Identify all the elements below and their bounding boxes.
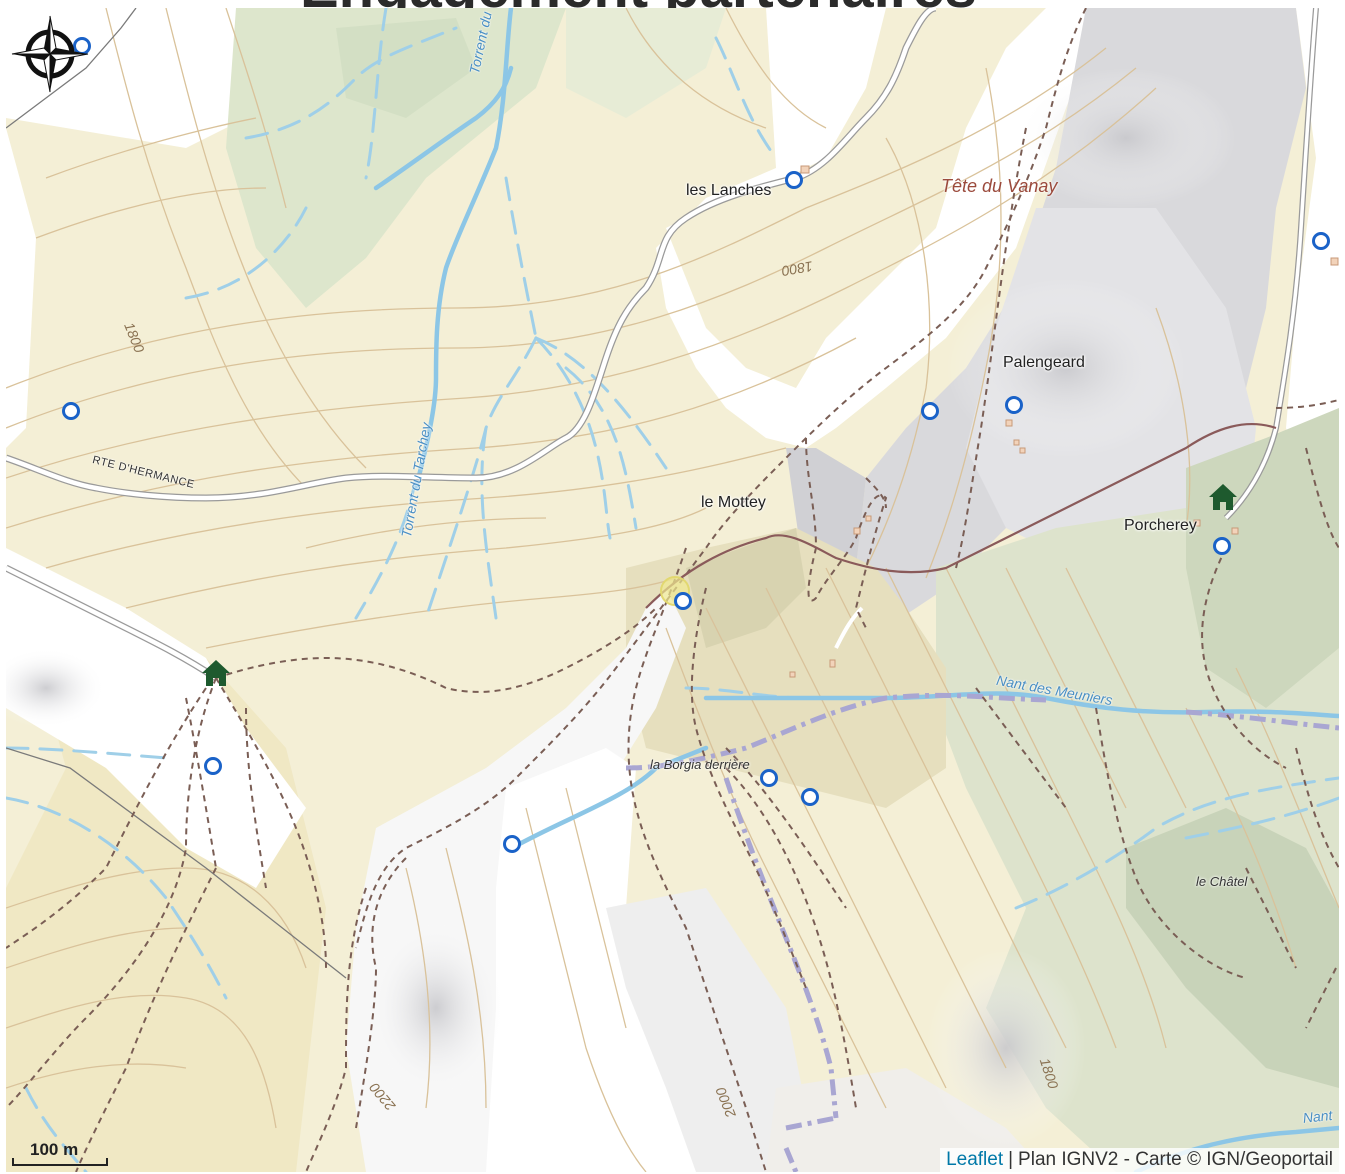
title-strip: Engagement partenaires [0, 0, 1345, 8]
shelter-icon[interactable] [201, 658, 231, 688]
compass-rose-icon[interactable] [10, 14, 90, 94]
track [645, 423, 1277, 609]
relief-shade [1016, 68, 1236, 208]
map-marker[interactable] [1213, 537, 1231, 555]
forest-area [566, 8, 726, 118]
attribution-separator: | [1008, 1149, 1014, 1170]
place-label: Palengeard [1003, 354, 1085, 371]
power-line [6, 8, 347, 979]
scale-bar: 100 m [8, 1138, 108, 1166]
forest-area [1186, 408, 1339, 708]
scale-label: 100 m [30, 1140, 79, 1159]
leaflet-link[interactable]: Leaflet [946, 1149, 1004, 1170]
place-label: Porcherey [1124, 517, 1197, 534]
attribution-text: Plan IGNV2 - Carte © IGN/Geoportail [1018, 1149, 1333, 1170]
map-view[interactable]: les Lanches Tête du Vanay Palengeard le … [6, 8, 1339, 1172]
map-marker[interactable] [801, 788, 819, 806]
hiking-trails [6, 8, 1339, 1172]
forest-area [226, 8, 566, 308]
relief-shade [366, 918, 506, 1098]
relief-shade [6, 648, 106, 728]
map-marker[interactable] [1312, 232, 1330, 250]
map-marker[interactable] [674, 592, 692, 610]
relief-shade [946, 278, 1186, 458]
page-title: Engagement partenaires [300, 0, 977, 8]
stream-label: Nant [1302, 1106, 1334, 1126]
map-attribution: Leaflet | Plan IGNV2 - Carte © IGN/Geopo… [940, 1148, 1339, 1172]
place-label: les Lanches [686, 182, 772, 199]
map-canvas[interactable] [6, 8, 1339, 1172]
snow-area [6, 548, 306, 888]
map-marker[interactable] [1005, 396, 1023, 414]
locality-label: le Châtel [1196, 874, 1248, 889]
buildings [789, 165, 1339, 678]
map-marker[interactable] [62, 402, 80, 420]
roads [6, 8, 1319, 681]
commune-boundary [625, 692, 1339, 1172]
snow-slope [656, 8, 1106, 448]
map-marker[interactable] [204, 757, 222, 775]
locality-label: la Borgia derrière [650, 757, 750, 772]
snow-area [1286, 8, 1339, 488]
forest-area [336, 18, 476, 118]
place-label: le Mottey [701, 494, 766, 511]
map-marker[interactable] [503, 835, 521, 853]
forest-area [1126, 808, 1339, 1088]
contour-lines [6, 8, 1339, 1172]
snow-area [6, 128, 36, 448]
relief-shade [926, 948, 1086, 1148]
shaded-slope [606, 888, 806, 1172]
map-marker[interactable] [921, 402, 939, 420]
shelter-icon[interactable] [1208, 482, 1238, 512]
map-marker[interactable] [785, 171, 803, 189]
summit-label: Tête du Vanay [941, 176, 1058, 196]
meadow-area [686, 528, 806, 648]
scale-line [12, 1158, 108, 1166]
map-marker[interactable] [760, 769, 778, 787]
